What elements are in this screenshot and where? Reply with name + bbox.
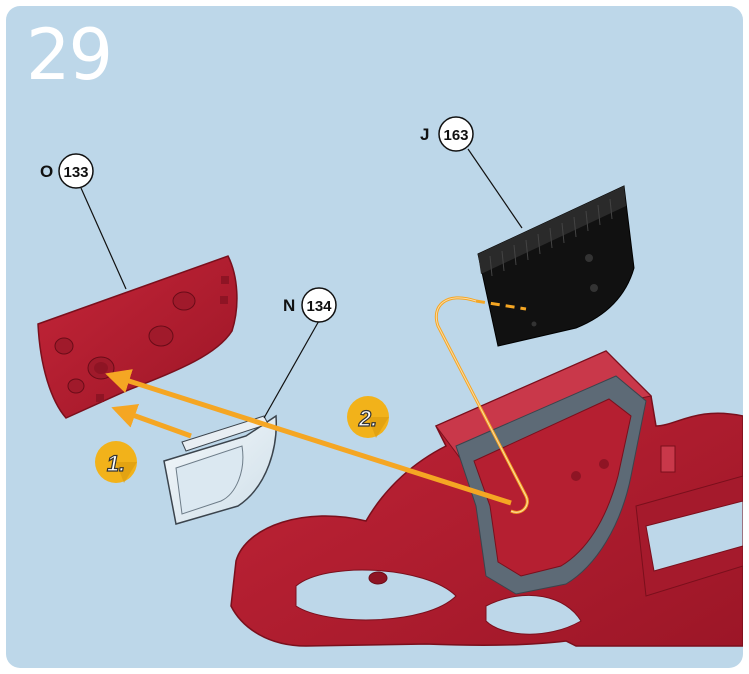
badge-step-2: 2. [347, 396, 389, 438]
svg-text:1.: 1. [107, 451, 125, 476]
svg-text:163: 163 [443, 127, 468, 144]
svg-text:J: J [420, 125, 429, 144]
svg-text:134: 134 [306, 298, 332, 315]
badge-step-1: 1. [95, 441, 137, 483]
callout-o-133: O 133 [40, 154, 93, 188]
callout-n-134: N 134 [283, 288, 336, 322]
part-j-black-piece [478, 186, 634, 346]
leader-line-j [468, 149, 522, 228]
arrow-step-1 [116, 409, 191, 436]
instruction-panel: 29 [6, 6, 743, 668]
svg-text:133: 133 [63, 164, 88, 181]
red-body-part [231, 351, 743, 646]
svg-text:N: N [283, 296, 295, 315]
leader-line-o [81, 188, 126, 289]
assembly-illustration: O 133 N 134 J 163 1. [6, 6, 743, 668]
svg-text:2.: 2. [358, 406, 377, 431]
leader-line-n [264, 319, 320, 418]
svg-text:O: O [40, 162, 53, 181]
part-o-panel [38, 256, 237, 418]
callout-j-163: J 163 [420, 117, 473, 151]
